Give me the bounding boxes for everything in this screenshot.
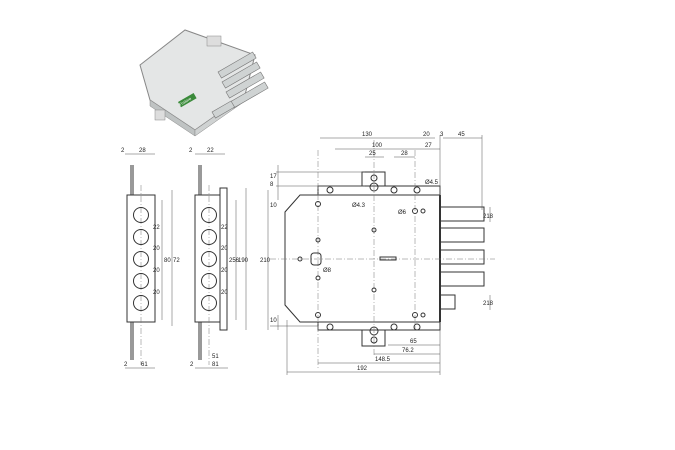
dim-label: 65 xyxy=(410,339,417,345)
dim-label: 22 xyxy=(153,225,160,231)
dim-label: 20 xyxy=(221,290,228,296)
dim-label: 190 xyxy=(238,258,249,264)
dim-label: 80 xyxy=(164,258,171,264)
side-view-2: 2 22 22 20 20 20 256 190 210 2 51 81 xyxy=(189,148,271,369)
dim-label: 76.2 xyxy=(402,348,414,354)
dim-label: 2 xyxy=(190,362,194,368)
dim-label: 130 xyxy=(362,132,373,138)
dim-label: 61 xyxy=(141,362,148,368)
dim-label: 2 xyxy=(124,362,128,368)
lock-product-photo: Fcstore xyxy=(139,29,269,137)
dim-label: Ø6 xyxy=(398,210,407,216)
dim-label: 81 xyxy=(212,362,219,368)
dim-label: 100 xyxy=(372,143,383,149)
dim-label: 256 xyxy=(229,258,240,264)
product-label: Fcstore xyxy=(178,95,193,106)
dim-label: 28 xyxy=(401,151,408,157)
dim-label: 28 xyxy=(139,148,146,154)
dim-label: 27 xyxy=(425,143,432,149)
dim-label: 2 xyxy=(189,148,193,154)
dim-label: 210 xyxy=(260,258,271,264)
dim-label: 25 xyxy=(369,151,376,157)
dim-label: 22 xyxy=(221,225,228,231)
dim-label: Ø4.3 xyxy=(352,203,366,209)
dim-label: 17 xyxy=(270,174,277,180)
dim-label: 10 xyxy=(270,318,277,324)
dim-label: Ø8 xyxy=(323,268,332,274)
dim-label: 192 xyxy=(357,366,368,372)
dim-label: 45 xyxy=(458,132,465,138)
dim-label: 218 xyxy=(483,301,494,307)
dim-label: 8 xyxy=(270,182,274,188)
dim-label: Ø4.5 xyxy=(425,180,439,186)
dim-label: 3 xyxy=(440,132,444,138)
dim-label: 72 xyxy=(173,258,180,264)
dim-label: 148.5 xyxy=(375,357,391,363)
front-view: 130 20 3 45 100 27 28 25 Ø4.5 Ø4.3 Ø6 Ø8… xyxy=(270,132,495,375)
dim-label: 51 xyxy=(212,354,219,360)
dim-label: 20 xyxy=(423,132,430,138)
dim-label: 20 xyxy=(153,246,160,252)
dim-label: 20 xyxy=(153,290,160,296)
dim-label: 218 xyxy=(483,214,494,220)
side-view-1: 2 28 22 20 20 20 80 72 2 61 xyxy=(121,148,180,369)
dim-label: 20 xyxy=(221,246,228,252)
dim-label: 10 xyxy=(270,203,277,209)
dim-label: 20 xyxy=(221,268,228,274)
dim-label: 2 xyxy=(121,148,125,154)
dim-label: 20 xyxy=(153,268,160,274)
dim-label: 22 xyxy=(207,148,214,154)
